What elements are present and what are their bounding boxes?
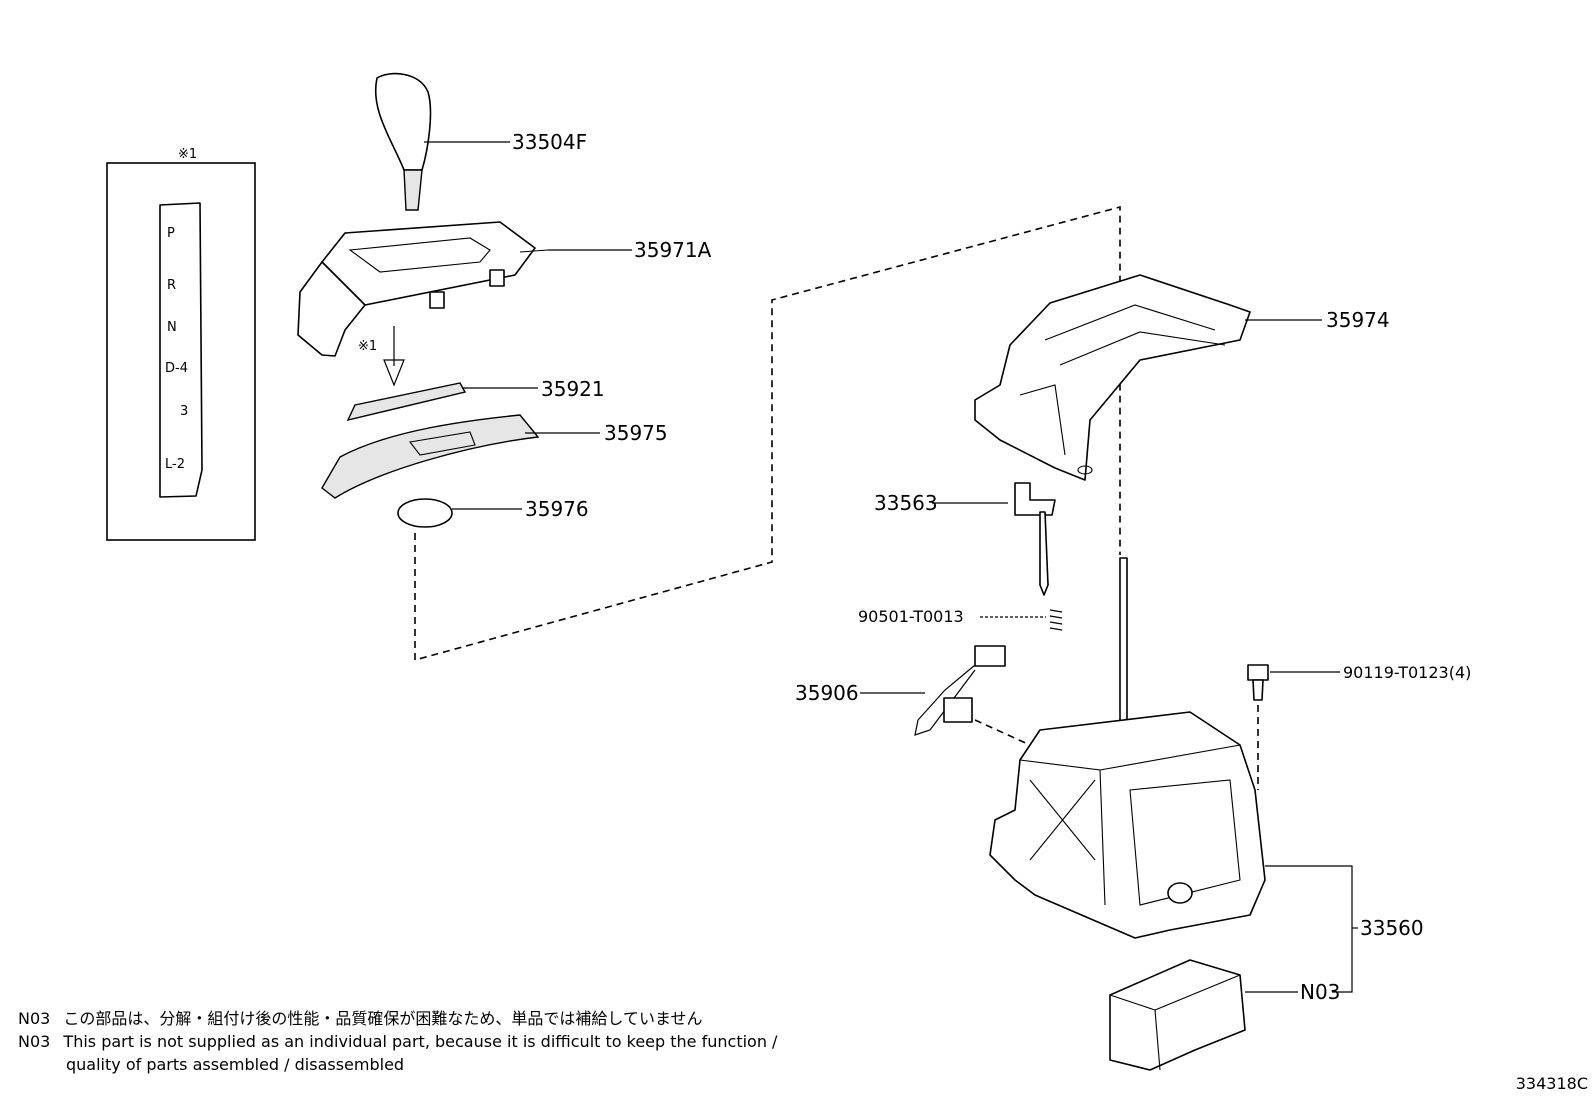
position-plate-part: 35921 xyxy=(346,377,605,422)
label-33504f: 33504F xyxy=(512,130,587,154)
figure-id: 334318C xyxy=(1515,1074,1588,1093)
spring-part: 90501-T0013 xyxy=(858,607,1063,631)
gate-position-p: P xyxy=(167,226,175,241)
note-1-text: この部品は、分解・組付け後の性能・品質確保が困難なため、単品では補給していません xyxy=(63,1009,703,1028)
label-35906: 35906 xyxy=(795,681,859,705)
cap-part: 35976 xyxy=(397,497,589,528)
label-33560: 33560 xyxy=(1360,916,1424,940)
gate-position-3: 3 xyxy=(180,404,188,419)
note-1-code: N03 xyxy=(18,1009,51,1028)
label-33563: 33563 xyxy=(874,491,938,515)
detail-box-mark: ※1 xyxy=(178,147,197,162)
detail-box: ※1 P R N D-4 3 L-2 xyxy=(106,147,256,541)
gate-position-l2: L-2 xyxy=(165,457,185,472)
note-line-2: N03 This part is not supplied as an indi… xyxy=(18,1031,777,1053)
gate-position-d4: D-4 xyxy=(165,361,188,376)
indicator-housing-part: 35971A ※1 xyxy=(297,221,712,387)
label-35974: 35974 xyxy=(1326,308,1390,332)
arrow-mark: ※1 xyxy=(358,339,377,354)
note-2-code: N03 xyxy=(18,1032,51,1051)
harness-part: 35906 xyxy=(795,645,1031,746)
bolt-part: 90119-T0123(4) xyxy=(1247,663,1471,790)
label-90501-t0013: 90501-T0013 xyxy=(858,607,964,626)
lock-pin-part: 33563 xyxy=(874,482,1056,596)
label-90119-t0123: 90119-T0123(4) xyxy=(1343,663,1471,682)
label-35976: 35976 xyxy=(525,497,589,521)
label-35921: 35921 xyxy=(541,377,605,401)
shift-knob-part: 33504F xyxy=(374,72,587,211)
base-part: N03 xyxy=(1109,959,1340,1071)
label-n03: N03 xyxy=(1300,980,1340,1004)
slide-cover-part: 35975 xyxy=(321,414,668,499)
label-35975: 35975 xyxy=(604,421,668,445)
shift-lever-assy-part: 33560 xyxy=(989,557,1424,993)
label-35971a: 35971A xyxy=(634,238,712,262)
note-line-3: quality of parts assembled / disassemble… xyxy=(66,1054,404,1076)
gate-position-r: R xyxy=(167,278,176,293)
assembly-line xyxy=(414,205,1121,662)
note-line-1: N03 この部品は、分解・組付け後の性能・品質確保が困難なため、単品では補給して… xyxy=(18,1008,702,1030)
note-3-text: quality of parts assembled / disassemble… xyxy=(66,1055,405,1074)
upper-housing-part: 35974 xyxy=(974,274,1390,481)
note-2-text: This part is not supplied as an individu… xyxy=(63,1032,778,1051)
gate-position-n: N xyxy=(167,320,177,335)
